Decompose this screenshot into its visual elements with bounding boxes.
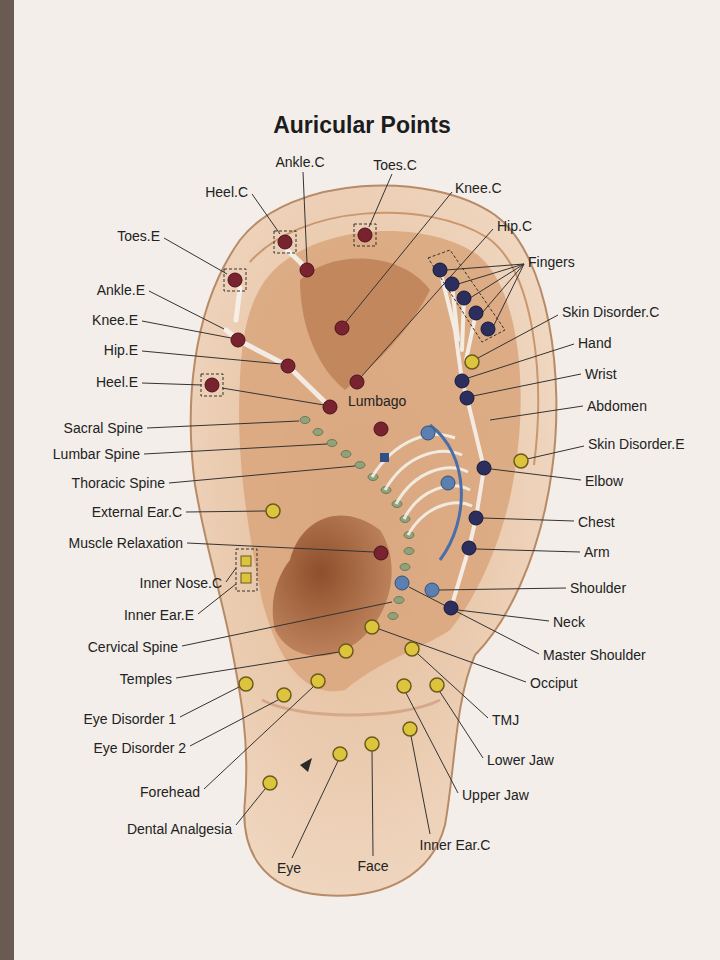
point-label: Toes.E (117, 228, 160, 244)
point-label-holder: Arm (584, 543, 610, 561)
point-label-holder: Hand (578, 334, 611, 352)
point-label-holder: Eye (277, 859, 301, 877)
point-label: Skin Disorder.C (562, 304, 659, 320)
point-label-holder: Skin Disorder.E (588, 435, 684, 453)
point-label-holder: Fingers (528, 253, 575, 271)
point-label-holder: Dental Analgesia (127, 820, 232, 838)
point-label: Temples (120, 671, 172, 687)
point-label: Fingers (528, 254, 575, 270)
point-label: Knee.E (92, 312, 138, 328)
point-label-holder: Thoracic Spine (72, 474, 165, 492)
point-label: Shoulder (570, 580, 626, 596)
point-label-holder: Occiput (530, 674, 577, 692)
point-label-holder: Knee.C (455, 179, 502, 197)
diagram-title: Auricular Points (273, 112, 451, 138)
point-label: External Ear.C (92, 504, 182, 520)
point-label: Ankle.E (97, 282, 145, 298)
point-label: Hip.E (104, 342, 138, 358)
point-label: Knee.C (455, 180, 502, 196)
point-label: Inner Ear.C (420, 837, 491, 853)
point-label: Skin Disorder.E (588, 436, 684, 452)
point-label: Face (357, 858, 388, 874)
point-label: Inner Ear.E (124, 607, 194, 623)
point-label: Toes.C (373, 157, 417, 173)
point-label-holder: Ankle.E (97, 281, 145, 299)
point-label-holder: Upper Jaw (462, 786, 529, 804)
point-label: Eye Disorder 2 (93, 740, 186, 756)
point-label-holder: Lower Jaw (487, 751, 554, 769)
point-label: Inner Nose.C (140, 575, 222, 591)
point-label: Master Shoulder (543, 647, 646, 663)
point-label: Eye Disorder 1 (83, 711, 176, 727)
point-label-holder: Knee.E (92, 311, 138, 329)
point-label-holder: TMJ (492, 711, 519, 729)
point-label: Occiput (530, 675, 577, 691)
point-label-holder: Inner Ear.E (124, 606, 194, 624)
point-label-holder: Lumbago (348, 392, 406, 410)
point-label-holder: Ankle.C (275, 153, 324, 171)
point-label-holder: Inner Ear.C (420, 836, 491, 854)
point-label-holder: Sacral Spine (64, 419, 143, 437)
point-label: Arm (584, 544, 610, 560)
point-label: Heel.C (205, 184, 248, 200)
point-label-holder: Forehead (140, 783, 200, 801)
point-label: Eye (277, 860, 301, 876)
point-label-holder: Cervical Spine (88, 638, 178, 656)
point-label: Thoracic Spine (72, 475, 165, 491)
point-label: Dental Analgesia (127, 821, 232, 837)
point-label: Wrist (585, 366, 617, 382)
point-label: Heel.E (96, 374, 138, 390)
point-label-holder: Toes.C (373, 156, 417, 174)
point-label-holder: Heel.C (205, 183, 248, 201)
point-label-holder: Elbow (585, 472, 623, 490)
point-label-holder: Hip.E (104, 341, 138, 359)
point-label-holder: Skin Disorder.C (562, 303, 659, 321)
point-label: TMJ (492, 712, 519, 728)
point-label: Forehead (140, 784, 200, 800)
point-label-holder: Shoulder (570, 579, 626, 597)
point-label: Chest (578, 514, 615, 530)
diagram-title-holder: Auricular Points (273, 111, 451, 139)
point-label-holder: Chest (578, 513, 615, 531)
point-label-holder: Eye Disorder 1 (83, 710, 176, 728)
point-label: Upper Jaw (462, 787, 529, 803)
point-label-holder: Face (357, 857, 388, 875)
point-label-holder: External Ear.C (92, 503, 182, 521)
point-label: Lumbar Spine (53, 446, 140, 462)
point-label-holder: Inner Nose.C (140, 574, 222, 592)
point-label: Ankle.C (275, 154, 324, 170)
point-label-holder: Muscle Relaxation (69, 534, 183, 552)
point-label: Neck (553, 614, 585, 630)
point-label: Lower Jaw (487, 752, 554, 768)
point-label-holder: Wrist (585, 365, 617, 383)
point-label: Elbow (585, 473, 623, 489)
point-label-holder: Neck (553, 613, 585, 631)
point-label-holder: Abdomen (587, 397, 647, 415)
point-label: Sacral Spine (64, 420, 143, 436)
point-label-holder: Hip.C (497, 217, 532, 235)
point-label: Hand (578, 335, 611, 351)
point-label-holder: Temples (120, 670, 172, 688)
point-label: Hip.C (497, 218, 532, 234)
point-label-holder: Toes.E (117, 227, 160, 245)
point-label: Muscle Relaxation (69, 535, 183, 551)
point-label: Lumbago (348, 393, 406, 409)
point-label-holder: Heel.E (96, 373, 138, 391)
point-label-holder: Eye Disorder 2 (93, 739, 186, 757)
point-label: Cervical Spine (88, 639, 178, 655)
point-label: Abdomen (587, 398, 647, 414)
point-label-holder: Master Shoulder (543, 646, 646, 664)
point-label-holder: Lumbar Spine (53, 445, 140, 463)
